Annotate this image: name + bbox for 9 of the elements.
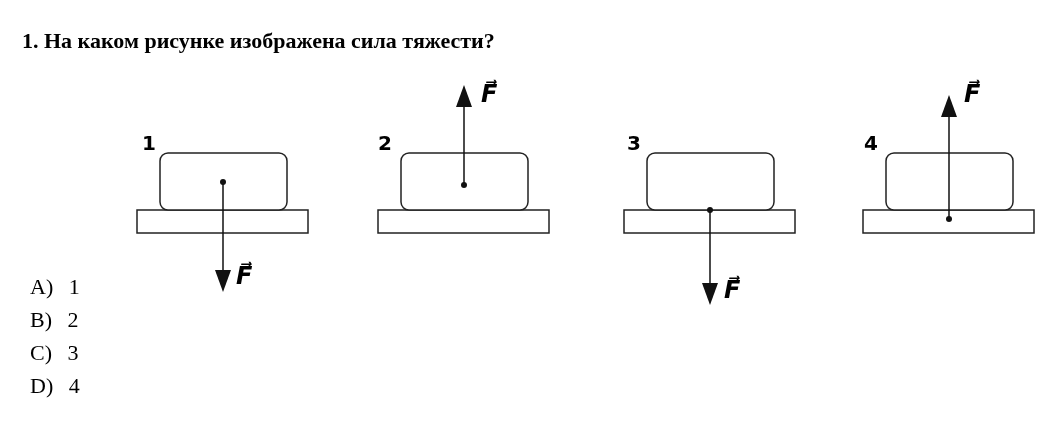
answer-option: B) 2 [30,309,79,331]
answer-option: C) 3 [30,342,79,364]
answer-option: A) 1 [30,276,80,298]
figure-number: 3 [627,133,641,153]
question-title: 1. На каком рисунке изображена сила тяжести? [22,30,495,52]
answer-option: D) 4 [30,375,80,397]
figure-number: 1 [142,133,156,153]
figure-number: 2 [378,133,392,153]
figure-number: 4 [864,133,878,153]
